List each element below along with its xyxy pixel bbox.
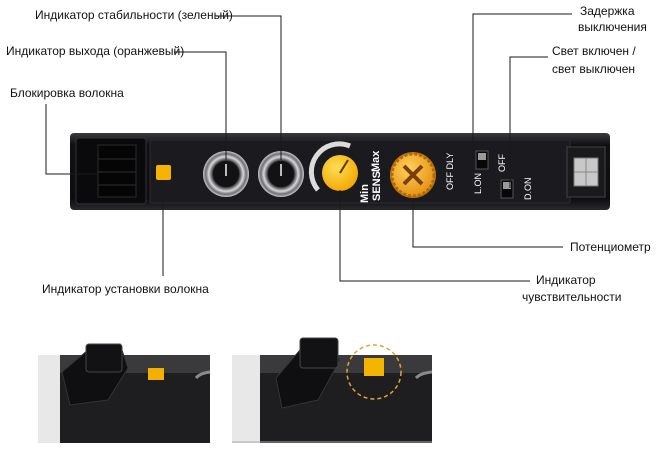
sensitivity-indicator-label-2: чувствительности xyxy=(522,290,622,304)
stability-indicator xyxy=(258,151,304,197)
delay-off-label-1: Задержка xyxy=(580,4,635,18)
right-connector xyxy=(566,146,606,198)
sensitivity-indicator-label-1: Индикатор xyxy=(536,273,596,287)
delay-off-label-2: выключения xyxy=(578,20,647,34)
off-dly-label: OFF DLY xyxy=(445,153,455,190)
light-onoff-label-2: свет выключен xyxy=(552,62,636,76)
min-label: Min xyxy=(359,184,371,203)
delay-switch[interactable] xyxy=(475,150,489,170)
fiber-lock[interactable] xyxy=(75,137,147,205)
light-onoff-label-1: Свет включен / xyxy=(552,44,636,58)
stability-indicator-label: Индикатор стабильности (зеленый) xyxy=(35,8,233,22)
max-label: Max xyxy=(370,150,382,172)
light-switch[interactable] xyxy=(500,179,514,199)
off-label: OFF xyxy=(497,154,507,172)
fiber-setting-indicator-label: Индикатор установки волокна xyxy=(42,282,209,296)
potentiometer-label: Потенциометр xyxy=(570,240,651,254)
fiber-lock-label: Блокировка волокна xyxy=(10,86,124,100)
output-indicator-label: Индикатор выхода (оранжевый) xyxy=(6,44,185,58)
lon-label: L.ON xyxy=(473,173,483,194)
fiber-lock-photo-closed xyxy=(38,343,211,443)
fiber-lock-photo-open xyxy=(232,337,433,443)
fiber-setting-indicator xyxy=(156,165,171,180)
potentiometer-knob[interactable] xyxy=(390,152,436,198)
sens-label: SENS. xyxy=(371,168,383,201)
sensitivity-indicator xyxy=(308,141,358,192)
output-indicator xyxy=(203,151,249,197)
callout-lines xyxy=(45,13,572,282)
don-label: D.ON xyxy=(523,178,533,201)
